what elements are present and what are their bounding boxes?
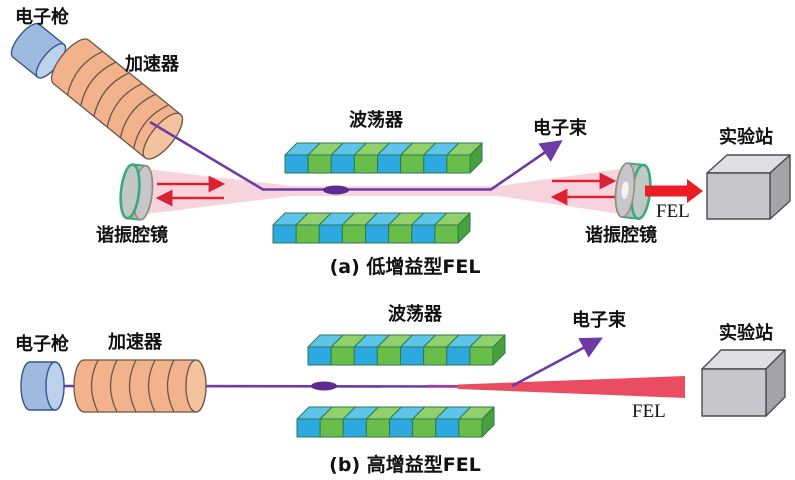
undulator-block-face bbox=[434, 224, 459, 244]
electron-beam-path-a bbox=[149, 120, 563, 191]
electron-bunch-b bbox=[311, 381, 337, 391]
undulator-block-face bbox=[446, 154, 471, 174]
undulator-block-face bbox=[423, 154, 448, 174]
undulator-block-face bbox=[319, 418, 344, 438]
electron-beam-label-b: 电子束 bbox=[572, 310, 626, 331]
cavity-mirror-left-label: 谐振腔镜 bbox=[96, 225, 168, 246]
undulator-block-face bbox=[400, 346, 425, 366]
undulator-block-face bbox=[377, 154, 402, 174]
cavity-mirror-left bbox=[119, 163, 154, 221]
undulator-block-face bbox=[307, 346, 332, 366]
diagram-a bbox=[10, 22, 791, 244]
undulator-block-face bbox=[376, 346, 401, 366]
electron-beam-exit-b bbox=[511, 337, 603, 388]
cavity-mirror-right-label: 谐振腔镜 bbox=[585, 225, 657, 246]
experiment-station-cube-a bbox=[706, 154, 791, 220]
undulator-block-face bbox=[330, 346, 355, 366]
accelerator-label-a: 加速器 bbox=[125, 54, 179, 75]
undulator-block-face bbox=[435, 418, 460, 438]
station-label-b: 实验站 bbox=[719, 323, 773, 344]
undulator-block-face bbox=[353, 346, 378, 366]
electron-gun-b bbox=[20, 361, 65, 411]
accelerator-b bbox=[73, 359, 207, 413]
undulator-block-face bbox=[400, 154, 425, 174]
accelerator-rings-b bbox=[90, 359, 175, 413]
undulator-label-a: 波荡器 bbox=[349, 110, 403, 131]
undulator-block-face bbox=[365, 224, 390, 244]
undulator-block-face bbox=[446, 346, 471, 366]
cavity-mirror-right bbox=[614, 162, 652, 221]
undulator-block-face bbox=[284, 154, 309, 174]
experiment-station-cube-b bbox=[701, 349, 786, 417]
undulator-block-face bbox=[330, 154, 355, 174]
undulator-row bbox=[272, 212, 471, 244]
caption-a: (a) 低增益型FEL bbox=[329, 256, 481, 278]
undulator-block-face bbox=[469, 346, 494, 366]
accelerator-rings-a bbox=[66, 50, 170, 149]
undulator-block-face bbox=[295, 224, 320, 244]
station-label-a: 实验站 bbox=[719, 127, 773, 148]
undulator-block-face bbox=[412, 418, 437, 438]
undulator-block-face bbox=[341, 224, 366, 244]
accelerator-label-b: 加速器 bbox=[108, 332, 162, 353]
undulator-row bbox=[296, 406, 495, 438]
undulator-block-face bbox=[342, 418, 367, 438]
optical-cavity-beam bbox=[146, 169, 621, 214]
fel-radiation-wedge bbox=[458, 376, 685, 398]
undulator-block-face bbox=[388, 224, 413, 244]
undulator-block-face bbox=[423, 346, 448, 366]
diagram-b bbox=[20, 334, 786, 438]
undulator-block-face bbox=[307, 154, 332, 174]
undulator-block-face bbox=[318, 224, 343, 244]
caption-b: (b) 高增益型FEL bbox=[329, 454, 481, 476]
electron-beam-label-a: 电子束 bbox=[533, 118, 587, 139]
undulator-row bbox=[284, 142, 483, 174]
undulator-row bbox=[307, 334, 506, 366]
gun-label-a: 电子枪 bbox=[15, 7, 69, 28]
fel-label-a: FEL bbox=[656, 201, 690, 222]
undulator-label-b: 波荡器 bbox=[388, 304, 442, 325]
undulator-block-face bbox=[272, 224, 297, 244]
undulator-block-face bbox=[389, 418, 414, 438]
mirror-output-hole bbox=[621, 181, 629, 200]
undulator-block-face bbox=[365, 418, 390, 438]
undulator-block-face bbox=[411, 224, 436, 244]
gun-label-b: 电子枪 bbox=[15, 334, 69, 355]
accelerator-a bbox=[50, 38, 184, 160]
undulator-block-face bbox=[458, 418, 483, 438]
electron-bunch-a bbox=[323, 185, 349, 195]
undulator-block-face bbox=[353, 154, 378, 174]
fel-output-arrow-a bbox=[645, 179, 703, 203]
fel-label-b: FEL bbox=[632, 401, 666, 422]
undulator-block-face bbox=[296, 418, 321, 438]
